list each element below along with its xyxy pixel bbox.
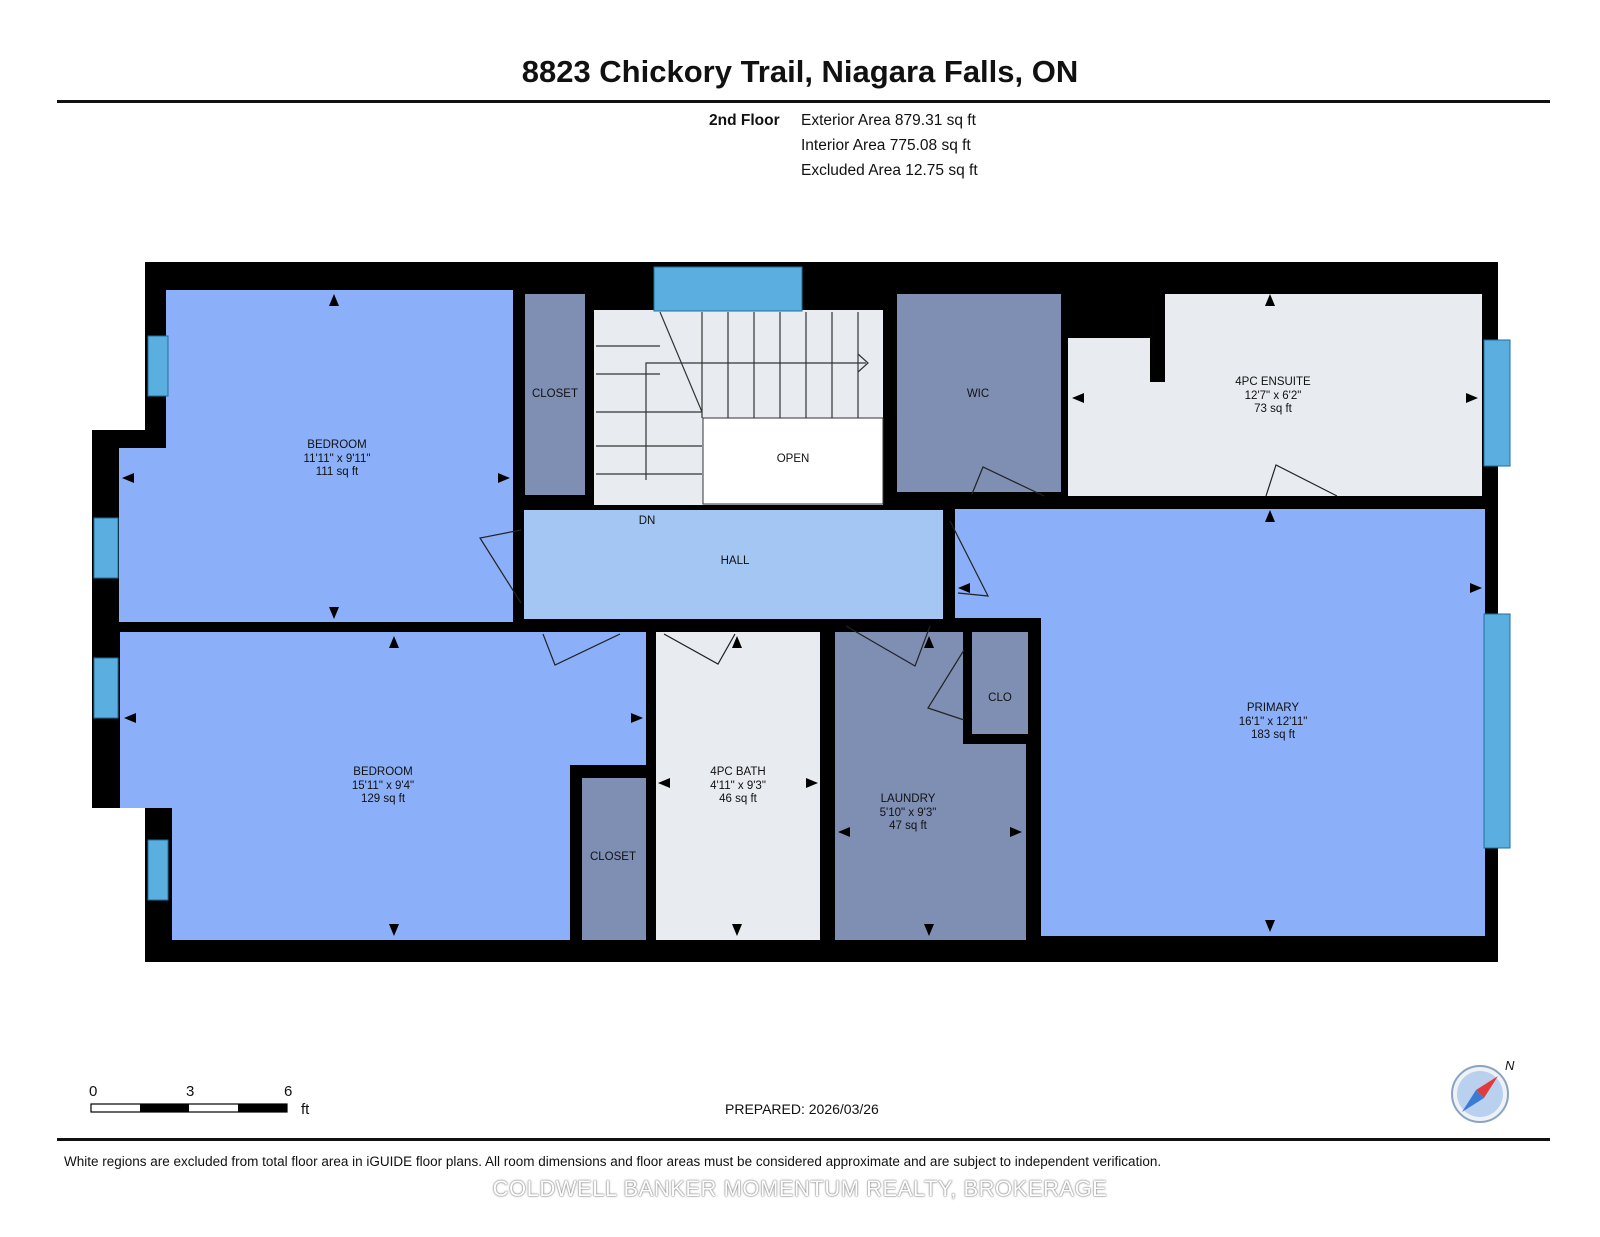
footer-rule — [57, 1138, 1550, 1141]
open-area — [702, 417, 884, 505]
primary-area-lower — [1041, 618, 1485, 936]
window-left-1 — [147, 335, 169, 397]
prepared-date: PREPARED: 2026/03/26 — [725, 1101, 879, 1117]
interior-area: Interior Area 775.08 sq ft — [801, 137, 971, 154]
ensuite-area — [1068, 294, 1482, 496]
scale-unit: ft — [301, 1101, 310, 1118]
stairs — [596, 311, 869, 480]
room-label-laundry: LAUNDRY 5'10" x 9'3" 47 sq ft — [879, 793, 937, 832]
scale-bar — [90, 1103, 288, 1113]
header-rule — [57, 100, 1550, 103]
scale-tick-0: 0 — [89, 1083, 98, 1100]
brokerage-watermark: COLDWELL BANKER MOMENTUM REALTY, BROKERA… — [492, 1176, 1108, 1201]
laundry-area — [835, 632, 1026, 940]
exterior-area: Exterior Area 879.31 sq ft — [801, 112, 976, 129]
compass-label: N — [1505, 1058, 1515, 1073]
door-swings — [479, 464, 1338, 721]
compass-icon — [1451, 1065, 1509, 1123]
bedroom2-area — [120, 632, 646, 940]
bath-area — [656, 632, 820, 940]
window-left-4 — [147, 839, 169, 901]
room-label-closet2: CLOSET — [589, 851, 636, 863]
room-label-open: OPEN — [776, 453, 810, 465]
window-left-3 — [93, 657, 119, 719]
room-label-clo: CLO — [988, 692, 1012, 704]
wic-area — [897, 294, 1061, 492]
closet2-area — [582, 778, 646, 940]
excluded-area: Excluded Area 12.75 sq ft — [801, 162, 978, 179]
room-label-bedroom1: BEDROOM 11'11" x 9'11" 111 sq ft — [303, 439, 371, 478]
stair-label-dn: DN — [638, 515, 656, 527]
room-label-primary: PRIMARY 16'1" x 12'11" 183 sq ft — [1238, 702, 1308, 741]
hall-area — [524, 510, 943, 619]
windows — [93, 266, 1511, 901]
room-label-ensuite: 4PC ENSUITE 12'7" x 6'2" 73 sq ft — [1235, 376, 1311, 415]
window-right-ensuite — [1483, 339, 1511, 467]
room-label-bedroom2: BEDROOM 15'11" x 9'4" 129 sq ft — [351, 766, 415, 805]
room-label-closet1: CLOSET — [531, 388, 578, 400]
window-top-stair — [653, 266, 803, 312]
window-left-2 — [93, 517, 119, 579]
window-right-primary — [1483, 613, 1511, 849]
clo-area — [972, 632, 1028, 734]
page-title: 8823 Chickory Trail, Niagara Falls, ON — [521, 54, 1079, 89]
bedroom1-area — [166, 290, 513, 622]
room-fills — [119, 290, 1485, 940]
floor-label: 2nd Floor — [709, 112, 780, 129]
scale-tick-6: 6 — [284, 1083, 293, 1100]
room-label-hall: HALL — [720, 555, 750, 567]
room-label-wic: WIC — [966, 388, 990, 400]
bedroom1-alcove — [119, 448, 169, 622]
closet1-area — [525, 294, 585, 495]
dimension-arrows — [122, 294, 1482, 936]
disclaimer-text: White regions are excluded from total fl… — [64, 1154, 1162, 1169]
scale-tick-3: 3 — [186, 1083, 195, 1100]
primary-area — [955, 509, 1485, 618]
room-label-bath: 4PC BATH 4'11" x 9'3" 46 sq ft — [710, 766, 766, 805]
